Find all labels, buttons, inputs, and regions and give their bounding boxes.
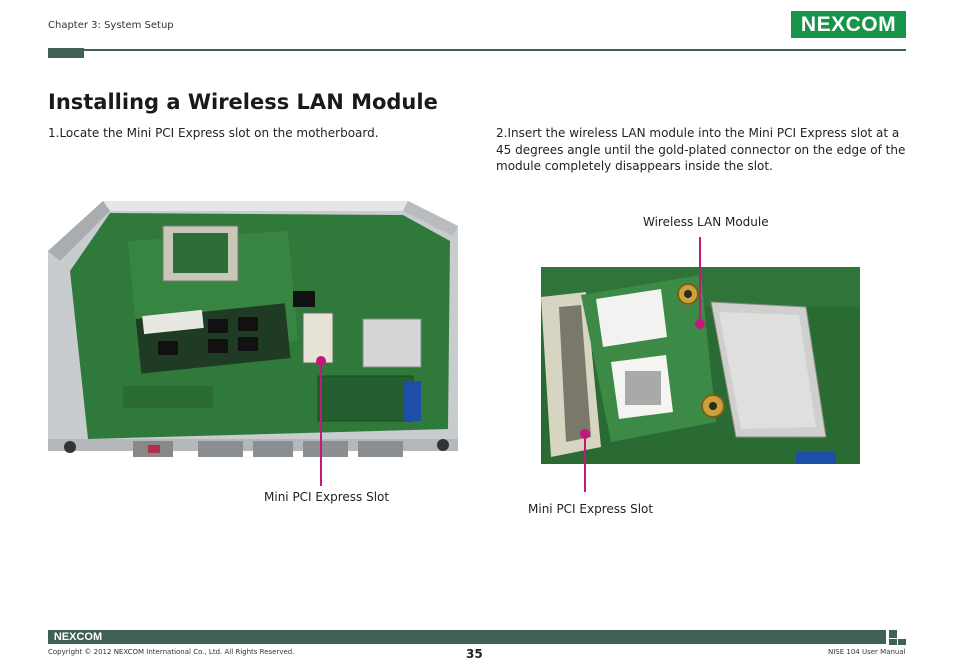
motherboard-photo — [48, 201, 458, 459]
step-2-text: 2.Insert the wireless LAN module into th… — [496, 126, 906, 173]
nexcom-logo — [791, 11, 906, 38]
footer-corner-square — [898, 639, 906, 645]
page-title: Installing a Wireless LAN Module — [48, 90, 438, 114]
caption-wireless-lan-module: Wireless LAN Module — [643, 215, 769, 229]
callout-dot-wlan-module — [695, 319, 705, 329]
step-1-text: 1.Locate the Mini PCI Express slot on th… — [48, 126, 379, 140]
nexcom-logo-text: NEXCOM — [800, 13, 897, 36]
callout-line-slot-left — [320, 361, 322, 486]
caption-mini-pci-slot-right: Mini PCI Express Slot — [528, 502, 654, 516]
chapter-label: Chapter 3: System Setup — [48, 20, 174, 31]
page-number: 35 — [466, 647, 483, 661]
copyright-text: Copyright © 2012 NEXCOM International Co… — [48, 648, 295, 656]
callout-dot-slot-right — [580, 429, 590, 439]
footer-bar — [48, 630, 886, 644]
header-rule — [48, 49, 906, 51]
footer-corner-square — [889, 639, 897, 645]
callout-dot-slot-left — [316, 356, 326, 366]
footer-corner-square — [889, 630, 897, 638]
caption-mini-pci-slot-left: Mini PCI Express Slot — [264, 490, 390, 504]
callout-line-slot-right — [584, 434, 586, 492]
manual-name: NISE 104 User Manual — [828, 648, 906, 656]
footer-logo: NEXCOM — [53, 631, 103, 643]
callout-line-wlan-module — [699, 237, 701, 325]
header-accent-block — [48, 48, 84, 58]
